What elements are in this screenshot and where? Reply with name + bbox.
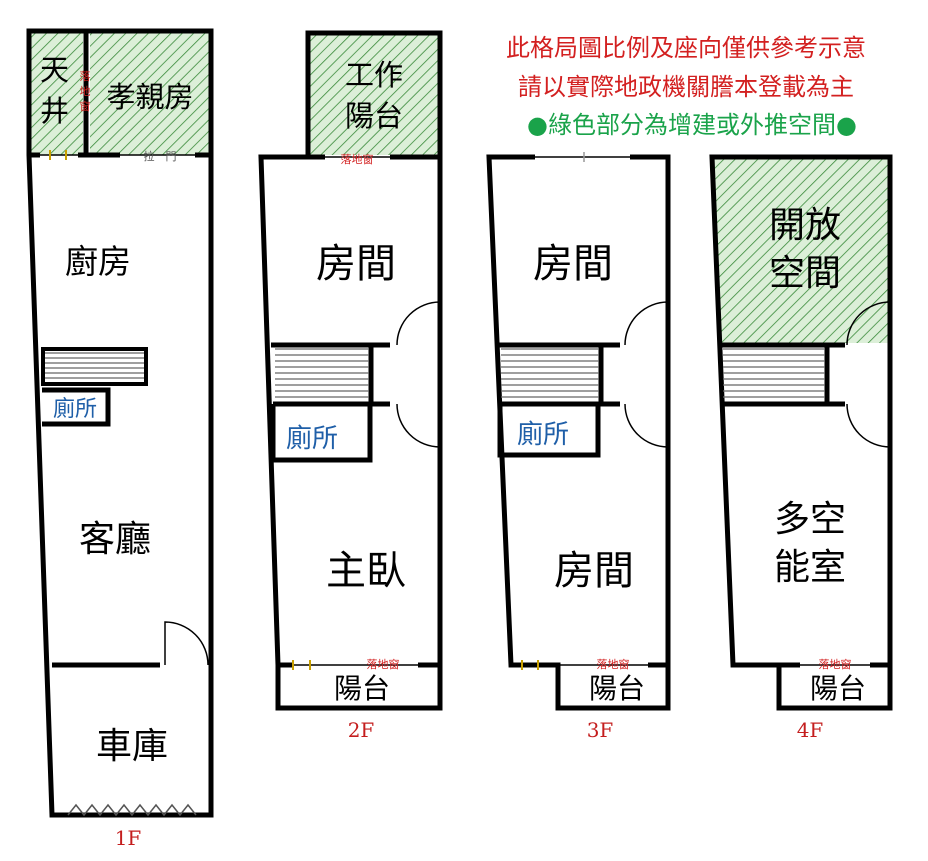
f1-window-char-2: 地 bbox=[80, 85, 91, 98]
f3-window-bottom-label: 落地窗 bbox=[597, 657, 630, 671]
f4-label-multi-2: 能室 bbox=[774, 547, 846, 588]
f3-stairs bbox=[497, 342, 620, 407]
f1-label-xiaoqin: 孝親房 bbox=[106, 80, 193, 114]
f1-tianjing-area bbox=[29, 31, 83, 155]
floor-2f bbox=[258, 30, 443, 711]
f1-label-wc: 廁所 bbox=[53, 397, 97, 422]
f2-work-balcony-wall bbox=[305, 30, 443, 155]
f1-wc-wall bbox=[42, 387, 111, 427]
f2-label-work-1: 工作 bbox=[345, 58, 403, 92]
f1-stairs bbox=[41, 347, 148, 386]
f4-open-space-area bbox=[712, 157, 890, 343]
f3-wc-wall bbox=[497, 404, 601, 458]
f2-label-work-2: 陽台 bbox=[345, 99, 403, 133]
f2-label-balcony: 陽台 bbox=[334, 672, 390, 705]
f4-label-open-1: 開放 bbox=[769, 205, 841, 246]
f1-garage-door bbox=[164, 621, 209, 666]
f2-door-lower bbox=[396, 403, 441, 448]
note-line-2: 請以實際地政機關謄本登載為主 bbox=[518, 73, 854, 101]
f1-label-garage: 車庫 bbox=[96, 726, 168, 767]
f1-label-tianjing-2: 井 bbox=[40, 94, 69, 128]
f1-window-char-1: 落 bbox=[80, 70, 91, 83]
f1-garage-door-rollup bbox=[67, 803, 197, 817]
f4-label-balcony: 陽台 bbox=[810, 672, 866, 705]
f2-label-room: 房間 bbox=[316, 241, 396, 287]
f3-door-lower bbox=[624, 403, 669, 448]
f3-floor-label: 3F bbox=[587, 718, 614, 742]
f2-outer-wall bbox=[258, 154, 443, 711]
f3-label-balcony: 陽台 bbox=[589, 672, 645, 705]
f2-work-balcony-area bbox=[308, 33, 440, 155]
f4-label-multi-1: 多空 bbox=[774, 499, 846, 540]
f2-floor-label: 2F bbox=[348, 718, 375, 742]
f2-door-upper bbox=[396, 301, 441, 346]
f1-label-tianjing-1: 天 bbox=[40, 53, 69, 87]
floor-3f bbox=[486, 152, 671, 711]
f3-label-room-top: 房間 bbox=[533, 241, 613, 287]
f3-label-room-bottom: 房間 bbox=[554, 548, 634, 594]
f1-xiaoqin-area bbox=[90, 31, 210, 155]
f3-door-upper bbox=[624, 301, 669, 346]
f4-label-open-2: 空間 bbox=[769, 253, 841, 294]
note-line-1: 此格局圖比例及座向僅供參考示意 bbox=[506, 34, 866, 62]
f3-outer-wall bbox=[486, 154, 671, 711]
floor-4f bbox=[709, 154, 893, 711]
f1-window-char-3: 窗 bbox=[80, 99, 91, 113]
f1-slide-door-label: 拉 門 bbox=[144, 149, 177, 163]
f2-label-master: 主臥 bbox=[326, 548, 406, 594]
f4-door-lower bbox=[846, 403, 891, 448]
f4-door-upper bbox=[846, 301, 891, 346]
f3-label-wc: 廁所 bbox=[517, 420, 569, 450]
f2-label-wc: 廁所 bbox=[286, 424, 338, 454]
f4-floor-label: 4F bbox=[797, 718, 824, 742]
f1-floor-label: 1F bbox=[115, 826, 142, 850]
f2-window-bottom-label: 落地窗 bbox=[367, 657, 400, 671]
floor-1f bbox=[26, 28, 214, 818]
note-line-3: ●綠色部分為增建或外推空間● bbox=[527, 111, 857, 139]
f2-window-top-label: 落地窗 bbox=[341, 152, 374, 166]
f1-label-living: 客廳 bbox=[79, 519, 151, 560]
f2-stairs bbox=[271, 342, 390, 407]
f1-label-kitchen: 廚房 bbox=[65, 242, 131, 281]
f4-stairs bbox=[719, 342, 845, 407]
f4-window-bottom-label: 落地窗 bbox=[819, 657, 852, 671]
f2-wc-wall bbox=[270, 404, 373, 463]
